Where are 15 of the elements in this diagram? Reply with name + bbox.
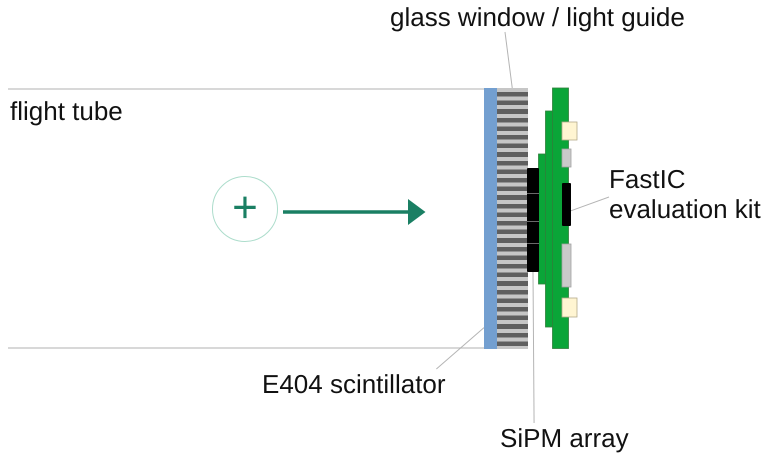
charge-sign: + bbox=[232, 186, 258, 230]
leader-line bbox=[504, 32, 513, 88]
part-label: SiPM array bbox=[500, 423, 629, 453]
scintillator-bar bbox=[484, 88, 497, 348]
leader-line bbox=[436, 327, 484, 370]
part-label: E404 scintillator bbox=[262, 369, 446, 399]
part-label: FastIC evaluation kit bbox=[609, 164, 768, 224]
sipm-array bbox=[527, 168, 539, 272]
part-label: flight tube bbox=[10, 96, 123, 126]
chip bbox=[562, 183, 570, 226]
leader-line bbox=[532, 272, 535, 424]
leader-line bbox=[570, 196, 610, 212]
ion-circle bbox=[212, 176, 278, 242]
light-guide bbox=[497, 88, 528, 348]
part-label: glass window / light guide bbox=[390, 2, 685, 32]
